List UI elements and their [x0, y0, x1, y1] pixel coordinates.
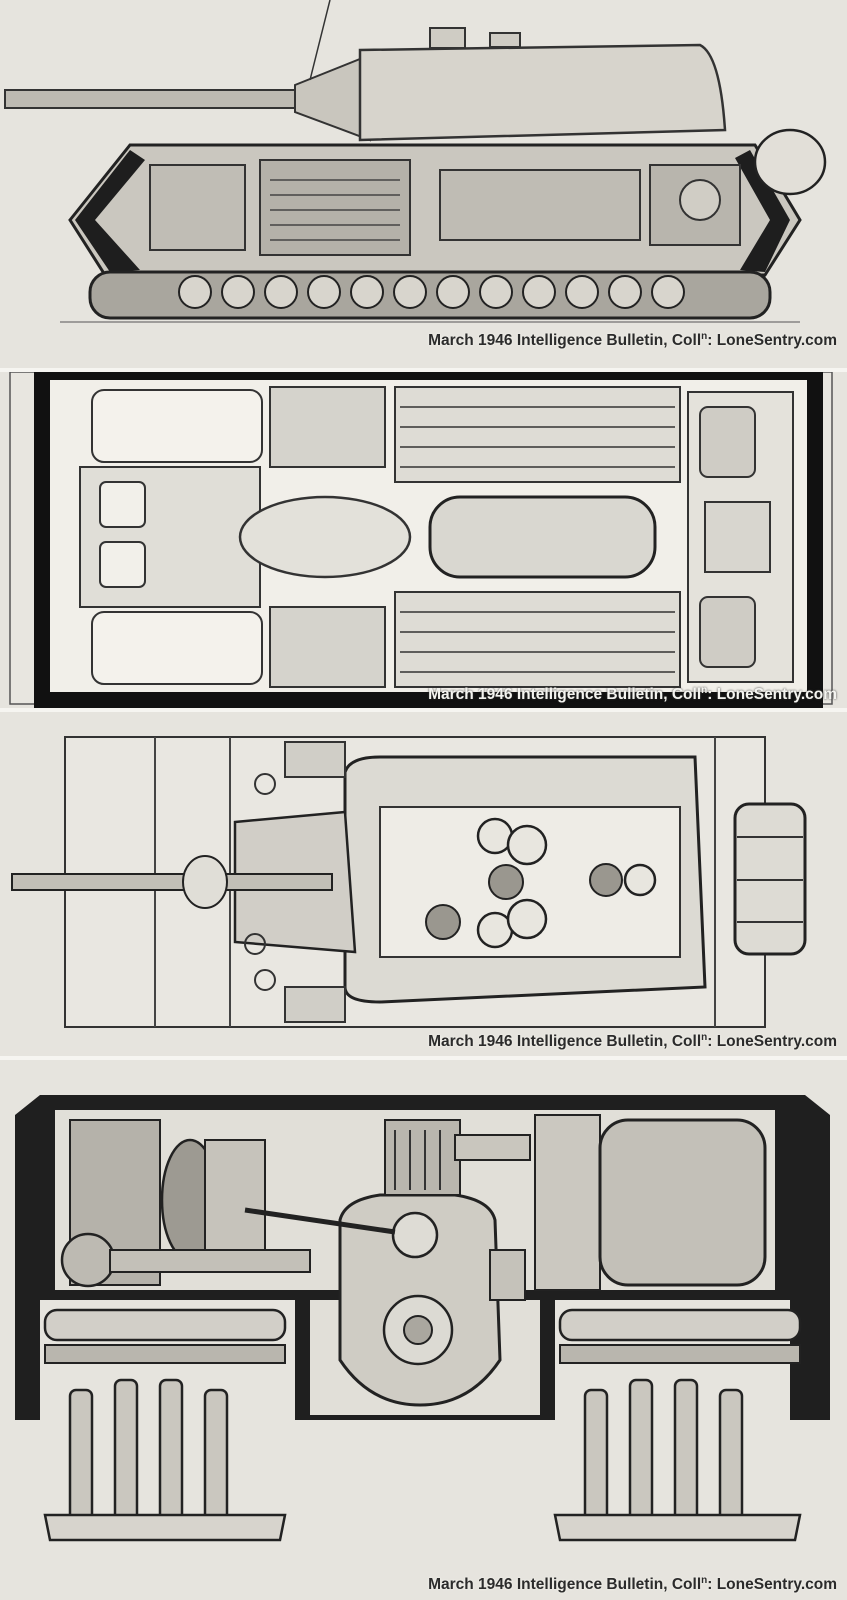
axle-right: [559, 1344, 801, 1364]
top-view-drawing: [11, 736, 807, 1028]
hull-ports: [244, 773, 276, 991]
road-wheels: [178, 275, 685, 309]
transmission: [149, 164, 246, 251]
drive-motor-left: [699, 406, 756, 478]
cupola: [429, 27, 466, 49]
rear-armor: [735, 150, 790, 272]
turret: [358, 43, 727, 142]
wheels-right: [583, 1378, 744, 1527]
track-right: [553, 1513, 802, 1542]
engine-grille-left: [284, 741, 346, 778]
divider-1: [0, 368, 847, 372]
engine-grille-right: [284, 986, 346, 1023]
main-generator: [428, 495, 657, 579]
suspension-left: [43, 1308, 287, 1342]
cooling-grilles: [394, 386, 681, 688]
track-left: [43, 1513, 287, 1542]
hatch: [489, 32, 521, 48]
turret-hatches: [476, 817, 657, 949]
engine-intake: [384, 1119, 461, 1196]
cross-section-drawing: [15, 1095, 830, 1542]
driver-seat: [99, 481, 146, 528]
axle-left: [44, 1344, 286, 1364]
exhaust-pipe: [109, 1249, 311, 1273]
caption-4: March 1946 Intelligence Bulletin, Colln:…: [428, 1575, 837, 1594]
suspension-right: [558, 1308, 802, 1342]
driver-hatch: [182, 855, 228, 909]
side-elevation-drawing: [4, 0, 827, 323]
control-linkage: [244, 1207, 396, 1235]
flywheel-hub: [403, 1315, 433, 1345]
drive-motor-right: [699, 596, 756, 668]
antenna: [309, 0, 331, 81]
drive-motor-housing: [679, 179, 721, 221]
air-filter: [60, 1232, 116, 1288]
caption-1: March 1946 Intelligence Bulletin, Colln:…: [428, 331, 837, 350]
crankshaft-pulley: [391, 1211, 439, 1259]
track: [88, 270, 772, 320]
coupling: [489, 1249, 526, 1301]
caption-3: March 1946 Intelligence Bulletin, Colln:…: [428, 1032, 837, 1051]
engine-block: [259, 159, 411, 256]
front-armor: [75, 150, 145, 272]
external-fuel-drum: [753, 128, 827, 196]
gun-barrel-top: [11, 873, 333, 891]
top-view-panel: March 1946 Intelligence Bulletin, Colln:…: [0, 712, 847, 1056]
radiator-right-front: [269, 606, 386, 688]
side-elevation-panel: March 1946 Intelligence Bulletin, Colln:…: [0, 0, 847, 370]
front-fuel-tank-left: [91, 389, 263, 463]
cross-section-panel: March 1946 Intelligence Bulletin, Colln:…: [0, 1060, 847, 1600]
engine: [238, 495, 412, 579]
radio-operator-seat: [99, 541, 146, 588]
fan-drive: [204, 1139, 266, 1261]
right-fuel-tank: [598, 1118, 767, 1287]
hull-plan-panel: March 1946 Intelligence Bulletin, Colln:…: [0, 372, 847, 708]
periscopes: [425, 863, 623, 940]
hull-plan-drawing: [9, 372, 833, 708]
wheels-left: [68, 1378, 229, 1527]
divider-3: [0, 1056, 847, 1060]
gun-barrel: [4, 89, 306, 109]
intake-pipe: [454, 1134, 531, 1161]
divider-2: [0, 708, 847, 712]
caption-2: March 1946 Intelligence Bulletin, Colln:…: [428, 685, 837, 704]
radiator-left-front: [269, 386, 386, 468]
front-fuel-tank-right: [91, 611, 263, 685]
right-bulkhead: [534, 1114, 601, 1291]
generator: [439, 169, 641, 241]
final-drive: [704, 501, 771, 573]
